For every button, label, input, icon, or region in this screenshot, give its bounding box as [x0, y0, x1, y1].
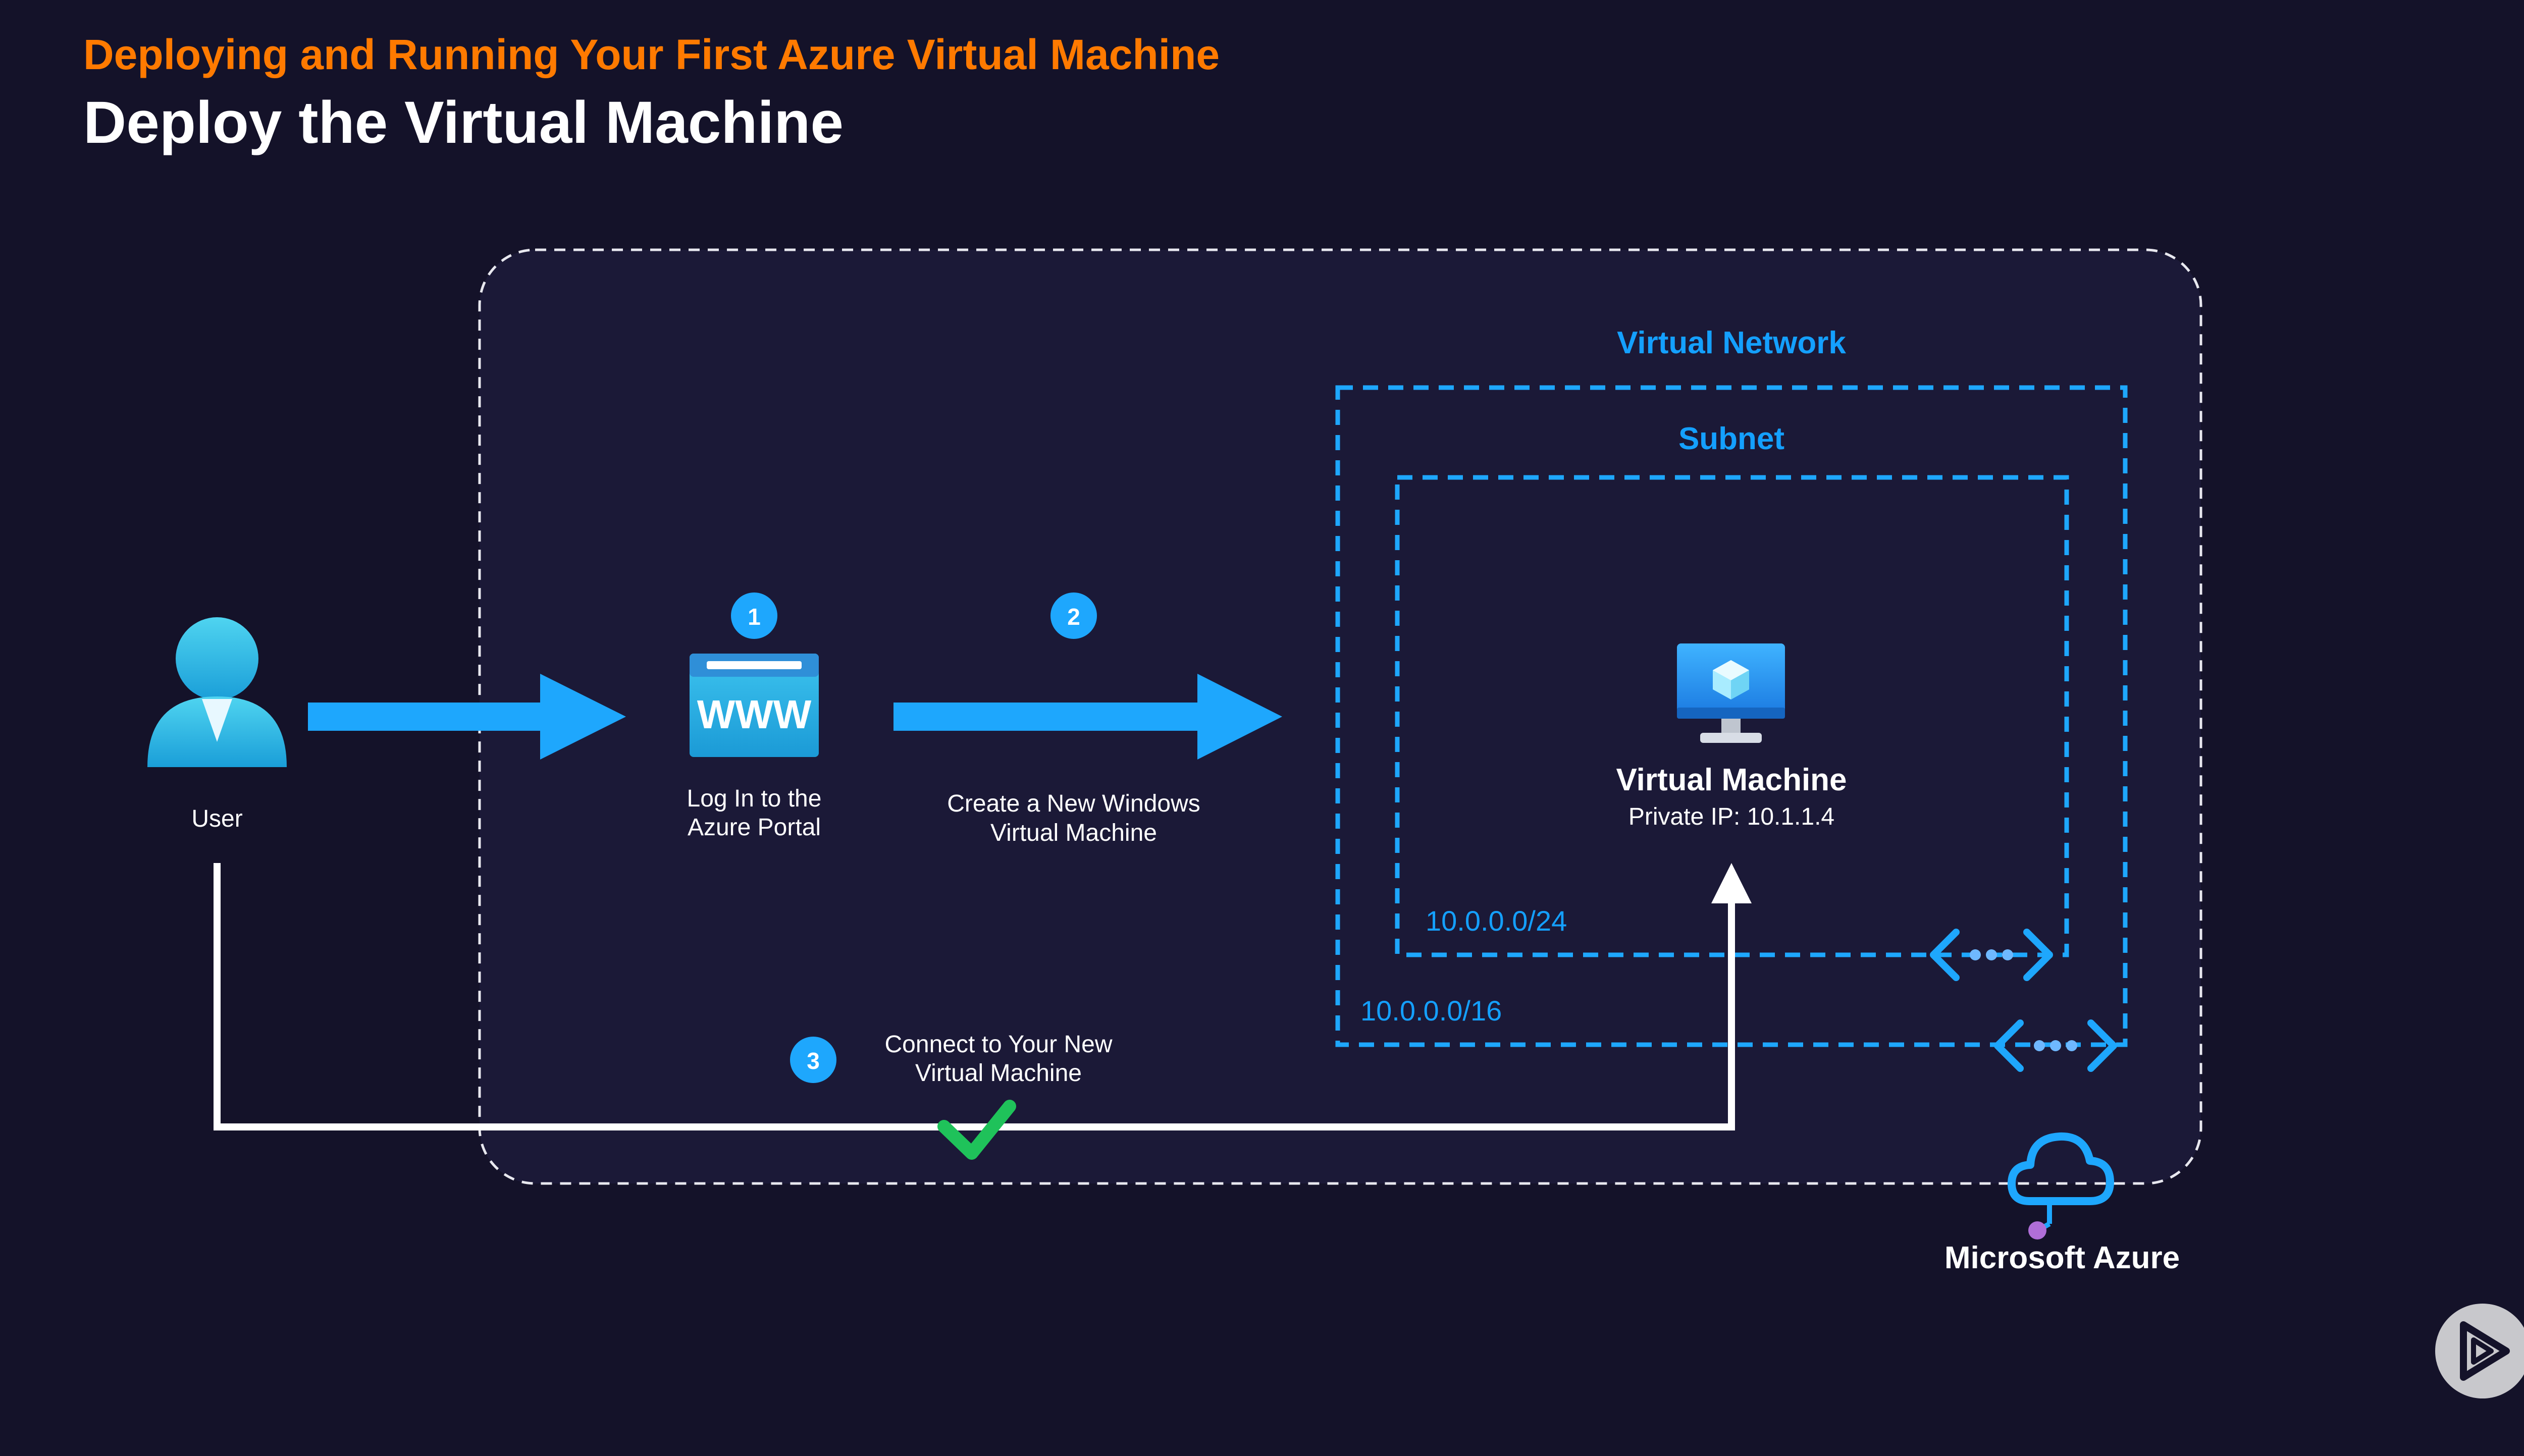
vm-private-ip: Private IP: 10.1.1.4	[1628, 803, 1834, 830]
step-2-label-line2: Virtual Machine	[990, 820, 1157, 846]
subnet-label: Subnet	[1678, 421, 1784, 456]
svg-text:WWW: WWW	[697, 692, 812, 737]
user-icon	[147, 617, 287, 767]
step-1-label-line2: Azure Portal	[688, 814, 821, 841]
step-3-label-line2: Virtual Machine	[915, 1060, 1082, 1087]
vnet-connector-icon	[1994, 1019, 2117, 1072]
svg-text:3: 3	[807, 1048, 820, 1074]
step-2-badge: 2	[1050, 592, 1097, 639]
vm-title: Virtual Machine	[1616, 763, 1847, 797]
www-browser-icon: WWW	[690, 654, 819, 757]
slide-title: Deploy the Virtual Machine	[83, 89, 844, 156]
play-button[interactable]	[2435, 1304, 2524, 1398]
svg-text:2: 2	[1067, 604, 1080, 630]
subnet-connector-icon	[1930, 929, 2053, 981]
azure-cloud-boundary	[478, 248, 2202, 1185]
step-1-label-line1: Log In to the	[687, 785, 822, 812]
course-title: Deploying and Running Your First Azure V…	[83, 31, 1220, 78]
svg-text:1: 1	[748, 604, 761, 630]
step-1-badge: 1	[731, 592, 777, 639]
virtual-machine-icon	[1677, 643, 1785, 743]
subnet-cidr: 10.0.0.0/24	[1426, 905, 1567, 937]
connection-path	[214, 863, 1752, 1130]
arrow-user-to-portal	[308, 674, 626, 760]
azure-cloud-icon	[2008, 1132, 2114, 1239]
virtual-network-boundary	[1335, 385, 2128, 1047]
step-2-label-line1: Create a New Windows	[947, 790, 1200, 817]
step-3-badge: 3	[790, 1037, 836, 1083]
azure-label: Microsoft Azure	[1944, 1241, 2180, 1275]
user-label: User	[191, 805, 242, 832]
subnet-boundary	[1395, 475, 2069, 957]
check-icon	[937, 1100, 1016, 1160]
arrow-portal-to-vnet	[893, 674, 1282, 760]
play-icon	[2460, 1321, 2510, 1381]
vnet-cidr: 10.0.0.0/16	[1360, 995, 1502, 1027]
step-3-label-line1: Connect to Your New	[885, 1031, 1113, 1058]
virtual-network-label: Virtual Network	[1617, 326, 1846, 360]
